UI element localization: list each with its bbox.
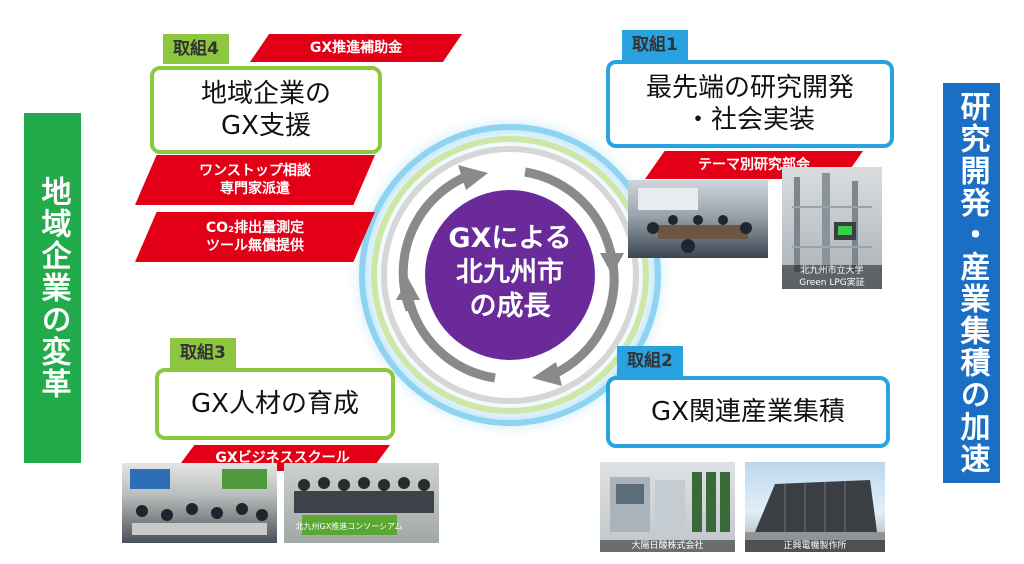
blue-ring (359, 124, 661, 426)
initiative4-title-line2: GX支援 (221, 111, 311, 141)
left-band-text: 地域企業の変革 (35, 176, 71, 400)
initiative2-photo-facility-caption: 大陽日酸株式会社 (600, 540, 735, 552)
initiative1-box: 最先端の研究開発 ・社会実装 (606, 60, 894, 148)
initiative4-ribbon-co2-line2: ツール無償提供 (206, 238, 304, 254)
initiative3-tag: 取組3 (170, 338, 236, 368)
initiative1-title-line2: ・社会実装 (684, 105, 815, 135)
initiative2-photo-facility: 大陽日酸株式会社 (600, 462, 735, 552)
facility-illustration (610, 472, 730, 532)
building-illustration (745, 480, 885, 552)
initiative4-box: 地域企業の GX支援 (150, 66, 382, 154)
initiative4-tag: 取組4 (163, 34, 229, 64)
initiative4-ribbon-subsidy-text: GX推進補助金 (309, 40, 403, 56)
group-photo-illustration: 北九州GX推進コンソーシアム (294, 477, 434, 535)
initiative3-photo-group: 北九州GX推進コンソーシアム (284, 463, 439, 543)
initiative4-ribbon-consult-line1: ワンストップ相談 (199, 163, 311, 179)
initiative1-photo-meeting (628, 180, 768, 258)
initiative4-ribbon-co2-line1: CO₂排出量測定 (205, 220, 305, 236)
gray-ring (381, 146, 639, 404)
initiative4-ribbon-consult: ワンストップ相談 専門家派遣 (135, 155, 375, 205)
center-line3: の成長 (469, 291, 551, 322)
center-cycle-graphic (345, 110, 675, 440)
initiative3-ribbon-text: GXビジネススクール (215, 450, 350, 466)
initiative4-title-line1: 地域企業の (200, 79, 331, 109)
initiative2-tag: 取組2 (617, 346, 683, 376)
plant-caption-line2: Green LPG実証 (799, 278, 865, 288)
arrow-bottom-left-head (396, 278, 420, 300)
right-band: 研究開発・産業集積の加速 (943, 83, 1000, 483)
center-line1: GXによる (448, 223, 572, 254)
group-photo-banner-text: 北九州GX推進コンソーシアム (296, 521, 403, 531)
plant-caption-line1: 北九州市立大学 (800, 266, 864, 276)
arrow-bottom-right (550, 248, 619, 380)
arrow-top-right (524, 167, 617, 261)
initiative3-box: GX人材の育成 (155, 368, 395, 440)
initiative4-ribbon-consult-line2: 専門家派遣 (219, 181, 290, 197)
arrow-top-left-head (458, 165, 488, 190)
green-ring (371, 136, 649, 414)
left-band: 地域企業の変革 (24, 113, 81, 463)
initiative4-ribbon-co2: CO₂排出量測定 ツール無償提供 (135, 212, 375, 262)
initiative2-photo-building: 正興電機製作所 (745, 462, 885, 552)
initiative1-title-line1: 最先端の研究開発 (645, 73, 854, 103)
initiative2-box: GX関連産業集積 (606, 376, 890, 448)
center-label: GXによる 北九州市 の成長 (430, 222, 590, 324)
initiative3-photo-class (122, 463, 277, 543)
initiative1-photo-plant: 北九州市立大学 Green LPG実証 (782, 167, 882, 289)
center-circle (425, 190, 595, 360)
right-band-text: 研究開発・産業集積の加速 (954, 91, 990, 475)
initiative1-photo-plant-caption: 北九州市立大学 Green LPG実証 (782, 265, 882, 289)
arrow-bottom-left (403, 294, 496, 383)
initiative2-photo-building-caption: 正興電機製作所 (745, 540, 885, 552)
meeting-illustration (638, 188, 752, 253)
initiative3-title: GX人材の育成 (191, 389, 359, 419)
plant-illustration (792, 173, 872, 273)
initiative2-title: GX関連産業集積 (651, 397, 845, 427)
center-line2: 北九州市 (456, 257, 564, 288)
arrow-bottom-right-head (532, 362, 562, 386)
initiative1-tag: 取組1 (622, 30, 688, 60)
classroom-illustration (130, 469, 268, 535)
initiative4-ribbon-subsidy: GX推進補助金 (250, 34, 462, 62)
